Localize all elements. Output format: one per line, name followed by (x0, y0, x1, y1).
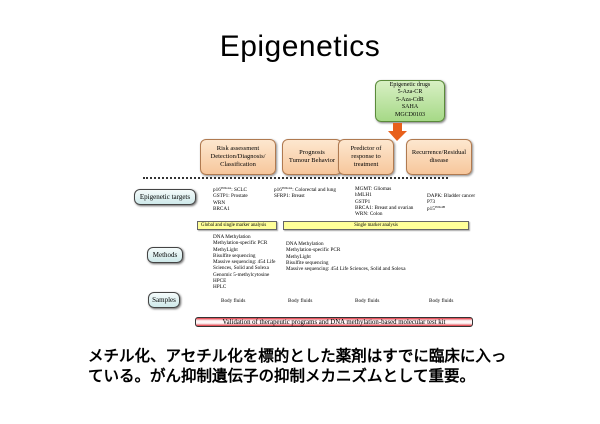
dotted-divider (143, 177, 448, 179)
targets-col-3: MGMT: Gliomas hMLH1 GSTP1 BRCA1: Breast … (355, 186, 413, 217)
methods-col-1: DNA Methylation Methylation-specific PCR… (213, 234, 275, 291)
method-item: HPLC (213, 284, 227, 291)
slide-title: Epigenetics (219, 30, 381, 63)
method-item: Bisulfite sequencing (213, 252, 256, 259)
drugs-line: SAHA (401, 104, 419, 111)
row-label-methods: Methods (147, 247, 183, 263)
category-line: Predictor of (350, 145, 382, 152)
methods-col-2: DNA Methylation Methylation-specific PCR… (286, 241, 406, 272)
method-item: HPCE (213, 278, 227, 285)
target-item: WRN: Colon (355, 211, 383, 218)
method-item: DNA Methylation (213, 234, 251, 240)
category-line: Prognosis (299, 149, 325, 156)
category-risk-assessment: Risk assessment Detection/Diagnosis/ Cla… (200, 139, 276, 175)
method-item: Genomic 5-methylcytosine (213, 271, 270, 278)
category-line: Recurrence/Residual (411, 149, 467, 156)
target-item: p16INK4A: SCLC (213, 186, 247, 193)
epigenetic-drugs-box: Epigenetic drugs 5-Aza-CR 5-Aza-CdR SAHA… (375, 80, 445, 122)
target-item: GSTP1: Prostate (213, 193, 248, 200)
method-item: MethyLight (286, 253, 311, 260)
analysis-bar-global: Global and single marker analysis (197, 221, 277, 230)
analysis-bar-single: Single marker analysis (283, 221, 469, 230)
target-item: p16INK4A: Colorectal and lung (274, 186, 336, 193)
method-item: Bisulfite sequencing (286, 259, 329, 266)
caption-line-2: ている。がん抑制遺伝子の抑制メカニズムとして重要。 (88, 367, 476, 385)
targets-col-2: p16INK4A: Colorectal and lung SFRP1: Bre… (274, 186, 336, 200)
category-line: Tumour Behavior (288, 157, 336, 164)
targets-col-1: p16INK4A: SCLC GSTP1: Prostate WRN BRCA1 (213, 186, 248, 212)
method-item: MethyLight (213, 246, 238, 253)
row-label-samples: Samples (148, 292, 180, 308)
target-item: WRN (213, 199, 226, 206)
method-item: Methylation-specific PCR (213, 240, 268, 247)
method-item: Sciences, Solid and Solexa (213, 265, 269, 272)
category-line: response to (351, 153, 381, 160)
drugs-line: 5-Aza-CdR (396, 96, 424, 103)
method-item: Massive sequencing: 454 Life (213, 259, 276, 266)
category-predictor: Predictor of response to treatment (338, 139, 394, 175)
target-item: hMLH1 (355, 192, 372, 199)
target-item: DAPK: Bladder cancer (427, 193, 476, 199)
target-item: BRCA1: Breast and ovarian (355, 204, 414, 211)
method-item: Methylation-specific PCR (286, 247, 341, 254)
validation-bar: Validation of therapeutic programs and D… (195, 317, 473, 327)
targets-col-4: DAPK: Bladder cancer P73 p15INK4B (427, 193, 475, 212)
drugs-line: Epigenetic drugs (389, 82, 431, 88)
sample-item: Body fluids (221, 298, 246, 304)
sample-item: Body fluids (288, 298, 313, 304)
drugs-line: 5-Aza-CR (397, 89, 423, 96)
sample-item: Body fluids (429, 298, 454, 304)
method-item: DNA Methylation (286, 241, 324, 247)
category-recurrence: Recurrence/Residual disease (406, 139, 472, 175)
category-line: treatment (353, 161, 379, 168)
row-label-epigenetic-targets: Epigenetic targets (134, 189, 196, 205)
category-prognosis: Prognosis Tumour Behavior (282, 139, 342, 175)
drugs-line: MGCD0103 (394, 111, 425, 118)
category-line: disease (429, 157, 449, 164)
caption-line-1: メチル化、アセチル化を標的とした薬剤はすでに臨床に入っ (88, 347, 507, 365)
target-item: SFRP1: Breast (274, 193, 305, 200)
target-item: MGMT: Gliomas (355, 186, 392, 192)
target-item: GSTP1 (355, 198, 371, 205)
category-line: Classification (220, 161, 256, 168)
category-line: Detection/Diagnosis/ (210, 153, 266, 160)
target-item: P73 (427, 199, 436, 206)
target-item: p15INK4B (427, 204, 446, 212)
caption-text: メチル化、アセチル化を標的とした薬剤はすでに臨床に入っ ている。がん抑制遺伝子の… (88, 346, 506, 386)
sample-item: Body fluids (355, 298, 380, 304)
category-line: Risk assessment (216, 145, 260, 152)
target-item: BRCA1 (213, 205, 230, 212)
method-item: Massive sequencing: 454 Life Sciences, S… (286, 266, 406, 273)
